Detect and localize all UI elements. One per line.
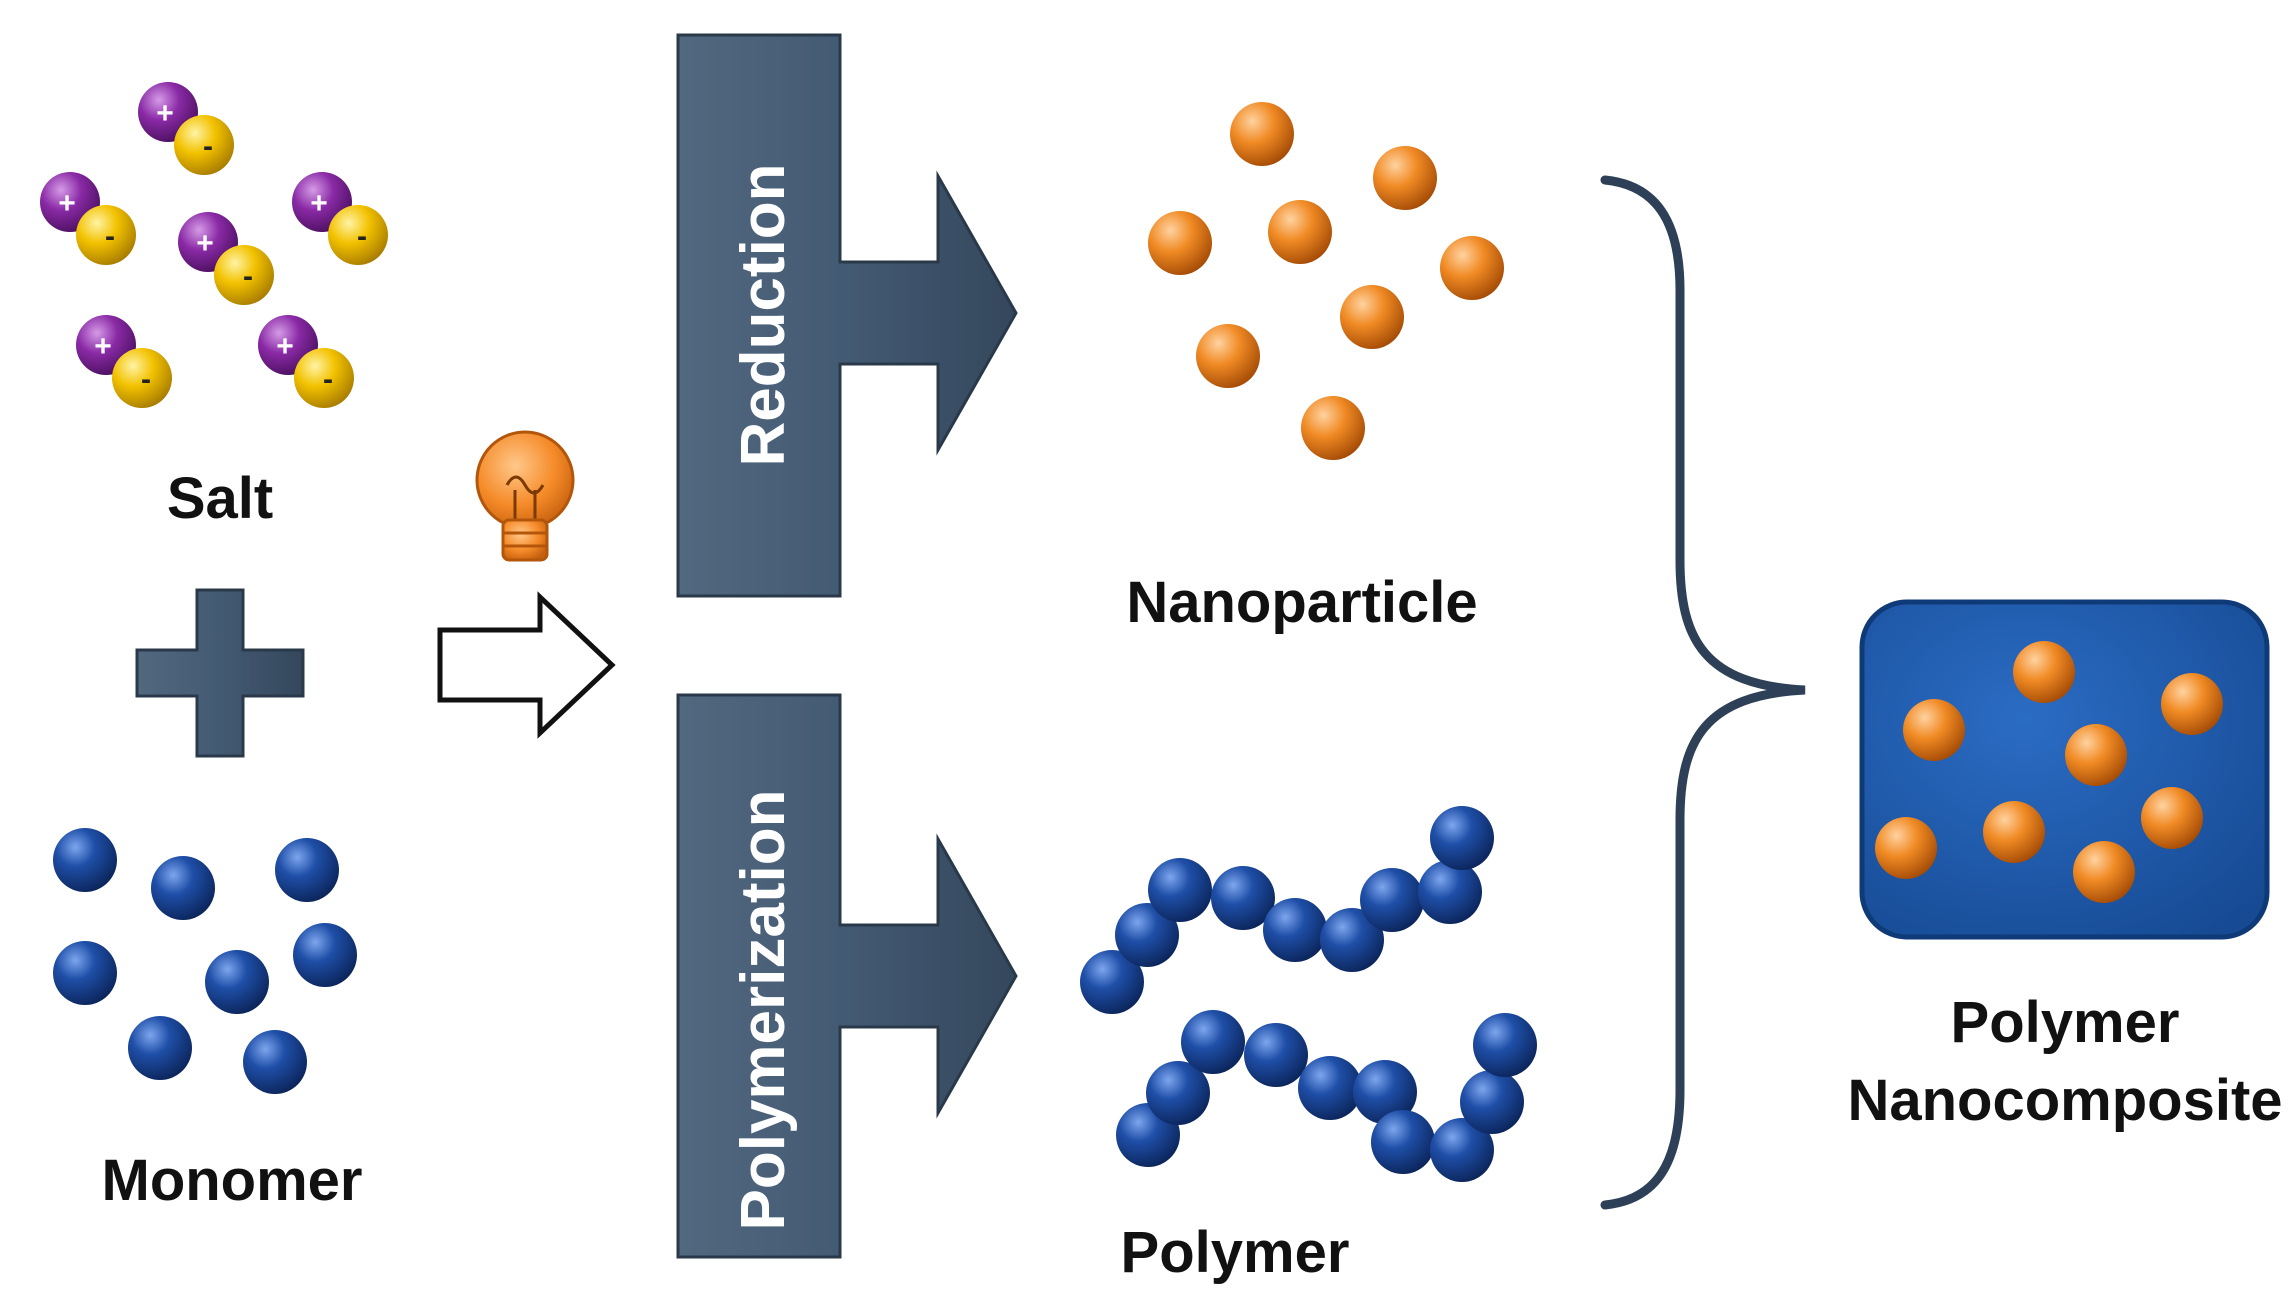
cation-sign: + xyxy=(310,187,328,220)
nanoparticle-sphere xyxy=(1440,236,1504,300)
monomer-sphere xyxy=(53,941,117,1005)
anion-sign: - xyxy=(243,260,253,293)
cation-sign: + xyxy=(276,330,294,363)
nanoparticle-sphere xyxy=(1301,396,1365,460)
monomer-sphere xyxy=(243,1030,307,1094)
anion-sign: - xyxy=(323,363,333,396)
nanoparticle-sphere xyxy=(1148,211,1212,275)
composite-nanoparticle xyxy=(2065,724,2127,786)
monomer-sphere xyxy=(205,950,269,1014)
polymer-bead xyxy=(1430,1118,1494,1182)
monomer-sphere xyxy=(275,838,339,902)
nanoparticle-sphere xyxy=(1268,200,1332,264)
reduction-label: Reduction xyxy=(729,163,798,466)
plus-icon xyxy=(135,588,305,758)
polymer-bead xyxy=(1430,806,1494,870)
anion-sphere xyxy=(294,348,354,408)
anion-sign: - xyxy=(141,363,151,396)
polymer-bead xyxy=(1371,1110,1435,1174)
polymer-bead xyxy=(1080,950,1144,1014)
composite-nanoparticle xyxy=(2141,787,2203,849)
polymer-bead xyxy=(1146,1061,1210,1125)
composite-nanoparticle xyxy=(1983,801,2045,863)
nanoparticle-spheres xyxy=(1148,102,1504,460)
anion-sign: - xyxy=(357,220,367,253)
polymer-bead xyxy=(1298,1056,1362,1120)
composite-nanoparticles xyxy=(1875,641,2223,903)
polymer-nanocomposite-box xyxy=(1859,599,2270,940)
reduction-arrow: Reduction xyxy=(676,33,1018,598)
anion-sign: - xyxy=(105,220,115,253)
cation-sign: + xyxy=(156,97,174,130)
monomer-sphere xyxy=(128,1016,192,1080)
composite-nanoparticle xyxy=(1903,699,1965,761)
monomer-sphere xyxy=(53,828,117,892)
anion-sphere xyxy=(214,245,274,305)
composite-label-line2: Nanocomposite xyxy=(1847,1068,2282,1133)
cation-sign: + xyxy=(196,227,214,260)
anion-sphere xyxy=(174,115,234,175)
composite-nanoparticle xyxy=(1875,817,1937,879)
monomer-sphere xyxy=(293,923,357,987)
nanoparticle-sphere xyxy=(1373,146,1437,210)
polymer-chains xyxy=(1080,806,1537,1182)
anion-sphere xyxy=(112,348,172,408)
polymerization-arrow: Polymerization xyxy=(676,693,1018,1259)
nanoparticle-sphere xyxy=(1196,324,1260,388)
polymer-bead xyxy=(1115,903,1179,967)
salt-ions: +-+-+-+-+-+- xyxy=(40,82,388,408)
composite-nanoparticle xyxy=(2013,641,2075,703)
polymer-bead xyxy=(1473,1013,1537,1077)
light-bulb-icon xyxy=(475,430,575,562)
salt-label: Salt xyxy=(167,466,273,531)
cation-sign: + xyxy=(58,187,76,220)
polymer-bead xyxy=(1353,1060,1417,1124)
polymer-bead xyxy=(1360,868,1424,932)
nanoparticle-sphere xyxy=(1230,102,1294,166)
nanoparticle-sphere xyxy=(1340,285,1404,349)
nanoparticle-label: Nanoparticle xyxy=(1126,570,1477,635)
monomer-label: Monomer xyxy=(102,1148,363,1213)
polymer-bead xyxy=(1263,898,1327,962)
anion-sphere xyxy=(328,205,388,265)
right-brace-icon xyxy=(1600,175,1806,1210)
polymer-bead xyxy=(1418,860,1482,924)
right-arrow-icon xyxy=(437,591,616,739)
anion-sign: - xyxy=(203,130,213,163)
polymer-bead xyxy=(1148,858,1212,922)
cation-sign: + xyxy=(94,330,112,363)
polymer-bead xyxy=(1211,866,1275,930)
composite-nanoparticle xyxy=(2073,841,2135,903)
polymer-bead xyxy=(1320,908,1384,972)
monomer-spheres xyxy=(53,828,357,1094)
polymer-label: Polymer xyxy=(1121,1220,1350,1285)
polymer-bead xyxy=(1181,1010,1245,1074)
composite-nanoparticle xyxy=(2161,673,2223,735)
monomer-sphere xyxy=(151,856,215,920)
polymerization-label: Polymerization xyxy=(729,790,798,1231)
polymer-bead xyxy=(1460,1070,1524,1134)
composite-label-line1: Polymer xyxy=(1951,990,2180,1055)
anion-sphere xyxy=(76,205,136,265)
polymer-bead xyxy=(1244,1023,1308,1087)
